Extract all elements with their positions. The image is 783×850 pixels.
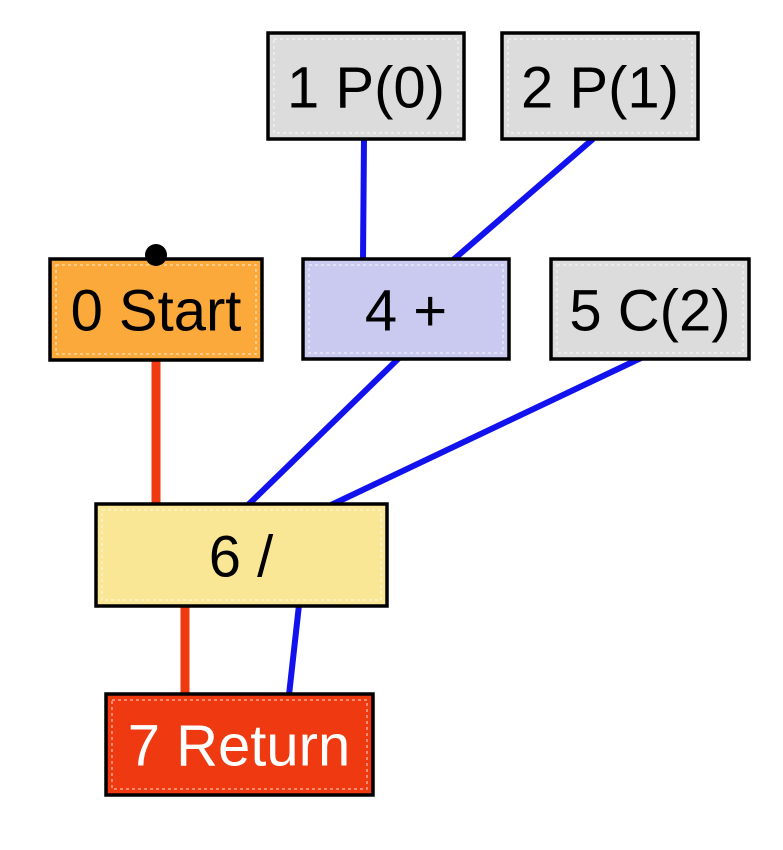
node-p1-box[interactable] <box>500 31 700 141</box>
node-return-box[interactable] <box>104 692 375 797</box>
node-plus[interactable]: 4 + <box>301 257 511 361</box>
node-inner-highlight <box>308 264 504 354</box>
node-plus-box[interactable] <box>301 257 511 361</box>
node-start-label: 0 Start <box>71 279 242 344</box>
node-return-label: 7 Return <box>128 714 350 779</box>
node-div-box[interactable] <box>94 502 389 608</box>
node-c2[interactable]: 5 C(2) <box>549 257 751 361</box>
node-p0[interactable]: 1 P(0) <box>266 31 466 141</box>
node-return[interactable]: 7 Return <box>104 692 375 797</box>
node-inner-highlight <box>507 38 693 134</box>
edge-plus-to-div <box>245 355 402 508</box>
edge-div-to-ret-data <box>286 604 302 696</box>
node-c2-label: 5 C(2) <box>569 279 730 344</box>
node-p0-label: 1 P(0) <box>287 56 445 121</box>
node-c2-box[interactable] <box>549 257 751 361</box>
node-inner-highlight <box>556 264 744 354</box>
node-inner-highlight <box>273 38 459 134</box>
node-div-label: 6 / <box>209 525 274 590</box>
start-anchor-dot <box>145 244 167 266</box>
node-start-box[interactable] <box>48 257 264 362</box>
node-start[interactable]: 0 Start <box>48 244 264 362</box>
edge-p1-to-plus <box>451 136 595 263</box>
node-p1-label: 2 P(1) <box>521 56 679 121</box>
edge-p0-to-plus <box>360 137 367 261</box>
node-inner-highlight <box>111 699 368 790</box>
node-plus-label: 4 + <box>365 279 447 344</box>
edge-c2-to-div <box>329 355 643 508</box>
node-inner-highlight <box>101 509 382 601</box>
node-div[interactable]: 6 / <box>94 502 389 608</box>
node-p0-box[interactable] <box>266 31 466 141</box>
node-p1[interactable]: 2 P(1) <box>500 31 700 141</box>
